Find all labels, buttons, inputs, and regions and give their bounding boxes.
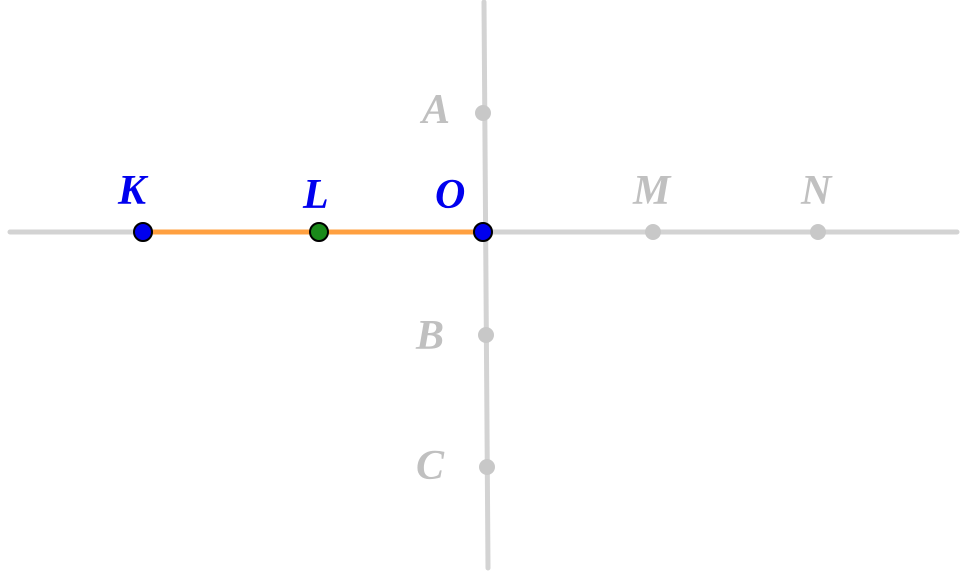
label-B: B [415,313,444,359]
point-A[interactable] [475,105,491,121]
point-L[interactable] [309,222,329,242]
point-K[interactable] [133,222,153,242]
label-N: N [800,168,833,214]
point-N[interactable] [810,224,826,240]
point-M[interactable] [645,224,661,240]
label-L: L [302,172,329,218]
label-O: O [435,172,465,218]
label-K: K [117,168,149,214]
point-C[interactable] [479,459,495,475]
label-M: M [632,168,672,214]
point-O[interactable] [473,222,493,242]
point-B[interactable] [478,327,494,343]
vertical-line [481,0,491,571]
label-A: A [419,87,450,133]
label-C: C [416,443,445,489]
